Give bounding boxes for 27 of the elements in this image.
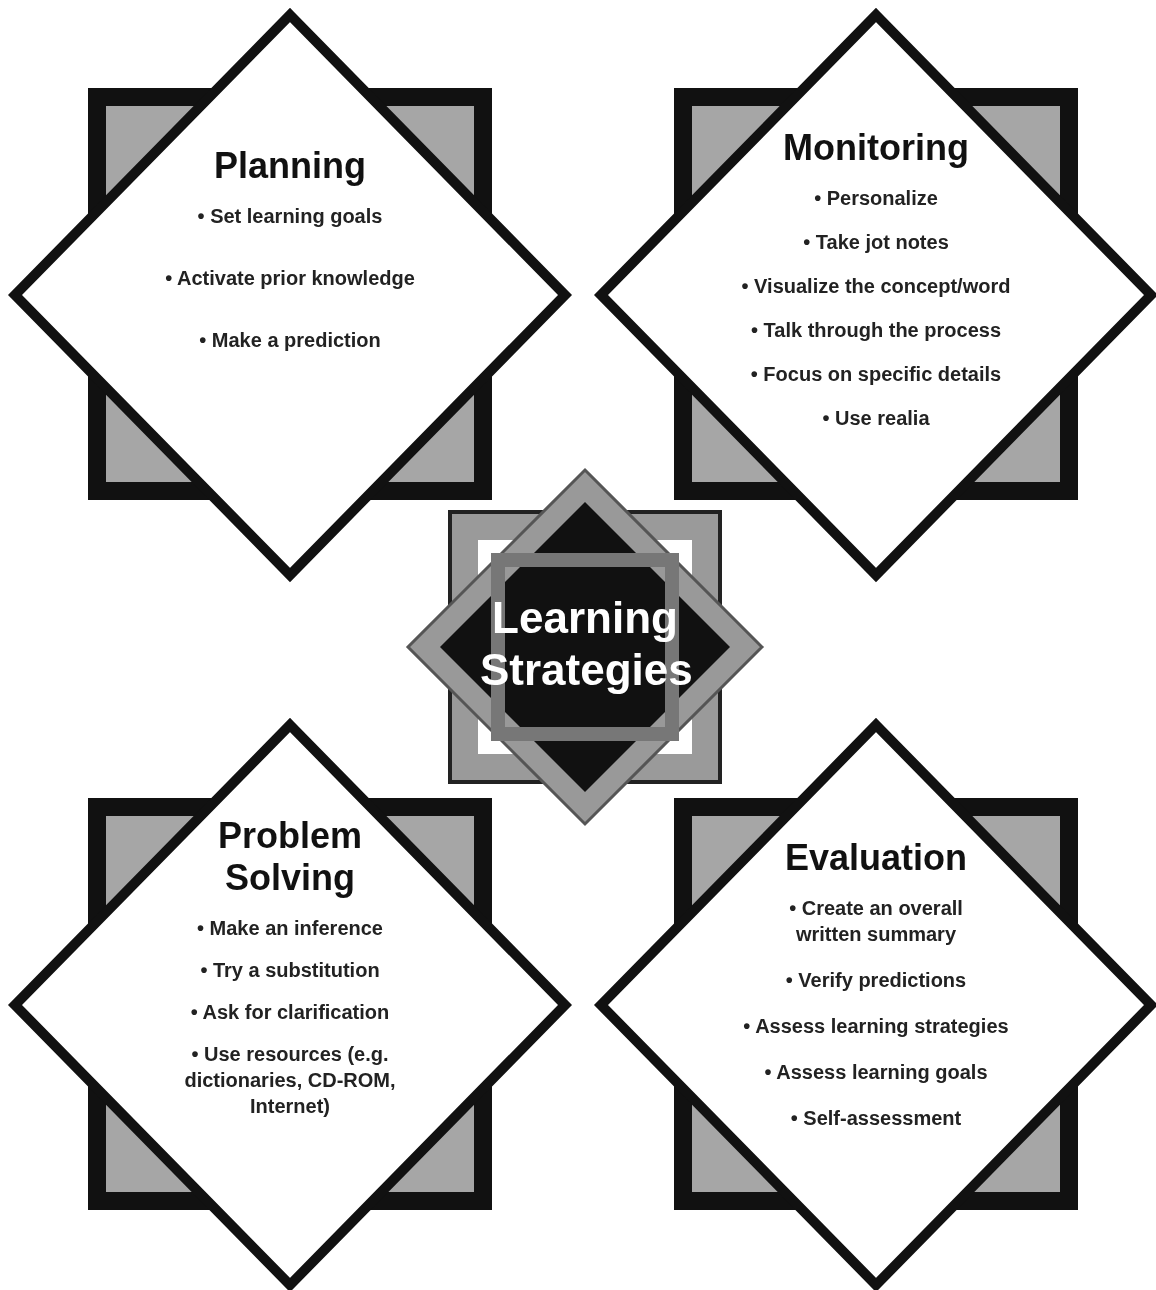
- bullet-item: • Self-assessment: [790, 1106, 962, 1131]
- diamond-frame: [5, 715, 575, 1290]
- diamond-frame: [591, 5, 1156, 585]
- bullet-item: • Personalize: [814, 186, 938, 211]
- bullet-item: • Assess learning strategies: [743, 1014, 1009, 1039]
- bullet-item: • Make an inference: [197, 916, 383, 941]
- bullet-item: • Use realia: [822, 406, 930, 431]
- bullet-item: • Visualize the concept/word: [741, 274, 1011, 299]
- bullet-item: • Focus on specific details: [750, 362, 1002, 387]
- diamond-frame: [591, 715, 1156, 1290]
- heading: Planning: [213, 145, 367, 187]
- bullet-item: • Use resources (e.g. dictionaries, CD-ROM, Internet): [183, 1042, 397, 1119]
- bullet-item: • Make a prediction: [199, 328, 381, 353]
- heading: Problem Solving: [216, 815, 363, 899]
- bullet-item: • Verify predictions: [785, 968, 967, 993]
- diamond-frame: [5, 5, 575, 585]
- bullet-item: • Set learning goals: [197, 204, 383, 229]
- bullet-item: • Take jot notes: [803, 230, 949, 255]
- bullet-item: • Talk through the process: [751, 318, 1001, 343]
- center-title: Learning Strategies: [480, 592, 690, 696]
- heading: Evaluation: [783, 837, 968, 879]
- bullet-item: • Ask for clarification: [190, 1000, 390, 1025]
- bullet-item: • Try a substitution: [200, 958, 380, 983]
- bullet-item: • Activate prior knowledge: [165, 266, 415, 291]
- bullet-item: • Assess learning goals: [764, 1060, 988, 1085]
- heading: Monitoring: [782, 127, 970, 169]
- bullet-item: • Create an overall written summary: [788, 896, 964, 947]
